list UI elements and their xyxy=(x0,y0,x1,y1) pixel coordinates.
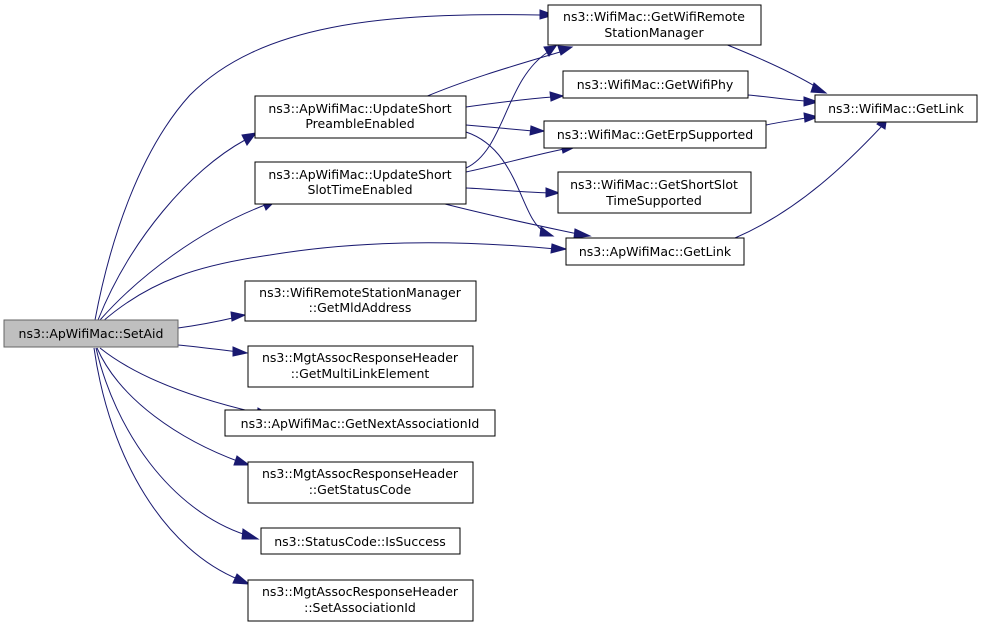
node-setassoc[interactable]: ns3::MgtAssocResponseHeader ::SetAssocia… xyxy=(247,579,474,622)
node-maclink-label: ns3::WifiMac::GetLink xyxy=(828,101,965,116)
edge-updshortslot-getrsm xyxy=(465,51,549,169)
edge-setaid-statuscode xyxy=(96,347,241,463)
node-getwifiphy[interactable]: ns3::WifiMac::GetWifiPhy xyxy=(562,70,749,99)
node-updshortpre-line2: PreambleEnabled xyxy=(305,116,414,131)
node-multilink-line1: ns3::MgtAssocResponseHeader xyxy=(262,350,459,365)
edge-getwifiphy-maclink xyxy=(747,94,807,102)
edge-setaid-nextassoc xyxy=(99,347,263,415)
arrow-setaid-setassoc xyxy=(232,573,251,585)
edge-setaid-updshortpre xyxy=(97,139,246,321)
arrow-setaid-mldaddr xyxy=(230,311,247,322)
node-getshortslot-line1: ns3::WifiMac::GetShortSlot xyxy=(570,177,738,192)
node-updshortpre-line1: ns3::ApWifiMac::UpdateShort xyxy=(268,101,451,116)
arrow-getwifiphy-maclink xyxy=(803,96,820,107)
node-statuscode-line1: ns3::MgtAssocResponseHeader xyxy=(262,466,459,481)
node-getwifiphy-label: ns3::WifiMac::GetWifiPhy xyxy=(577,77,734,92)
node-mldaddr[interactable]: ns3::WifiRemoteStationManager ::GetMldAd… xyxy=(244,280,477,322)
edge-geterp-maclink xyxy=(765,117,807,126)
edge-setaid-aplink xyxy=(101,242,557,323)
edges-layer xyxy=(93,14,883,581)
arrow-updshortpre-aplink xyxy=(539,226,555,237)
node-nextassoc-label: ns3::ApWifiMac::GetNextAssociationId xyxy=(241,416,480,431)
edge-setaid-updshortslot xyxy=(99,204,266,321)
edge-aplink-maclink xyxy=(734,125,883,239)
arrow-setaid-multilink xyxy=(232,346,249,357)
edge-updshortpre-getwifiphy xyxy=(465,96,553,108)
node-issuccess-label: ns3::StatusCode::IsSuccess xyxy=(274,534,446,549)
arrow-updshortpre-getrsm xyxy=(557,45,574,56)
arrow-updshortpre-getwifiphy xyxy=(549,91,565,102)
node-mldaddr-line2: ::GetMldAddress xyxy=(309,300,412,315)
edge-updshortpre-geterp xyxy=(465,124,534,132)
node-statuscode[interactable]: ns3::MgtAssocResponseHeader ::GetStatusC… xyxy=(247,461,474,504)
edge-setaid-setassoc xyxy=(93,347,241,581)
node-issuccess[interactable]: ns3::StatusCode::IsSuccess xyxy=(260,527,461,555)
node-getshortslot[interactable]: ns3::WifiMac::GetShortSlot TimeSupported xyxy=(557,171,752,214)
node-updshortpre[interactable]: ns3::ApWifiMac::UpdateShort PreambleEnab… xyxy=(254,95,467,139)
edge-setaid-getrsm xyxy=(94,14,541,321)
node-mldaddr-line1: ns3::WifiRemoteStationManager xyxy=(259,285,462,300)
edge-updshortslot-getshortslot xyxy=(465,187,549,194)
edge-updshortpre-getrsm xyxy=(424,51,561,98)
node-getrsm-line2: StationManager xyxy=(604,25,704,40)
node-maclink[interactable]: ns3::WifiMac::GetLink xyxy=(814,94,978,123)
node-setassoc-line1: ns3::MgtAssocResponseHeader xyxy=(262,584,459,599)
nodes-layer: ns3::ApWifiMac::SetAid ns3::ApWifiMac::U… xyxy=(3,4,978,622)
node-statuscode-line2: ::GetStatusCode xyxy=(309,482,412,497)
node-geterp-label: ns3::WifiMac::GetErpSupported xyxy=(557,127,753,142)
node-setassoc-line2: ::SetAssociationId xyxy=(304,600,416,615)
node-getshortslot-line2: TimeSupported xyxy=(605,193,702,208)
edge-updshortslot-geterp xyxy=(465,148,565,173)
arrow-setaid-aplink xyxy=(550,243,568,254)
node-getrsm[interactable]: ns3::WifiMac::GetWifiRemote StationManag… xyxy=(547,4,762,46)
edge-getrsm-maclink xyxy=(724,43,819,89)
edge-setaid-issuccess xyxy=(95,347,247,536)
node-aplink-label: ns3::ApWifiMac::GetLink xyxy=(579,244,732,259)
node-geterp[interactable]: ns3::WifiMac::GetErpSupported xyxy=(543,120,767,149)
node-nextassoc[interactable]: ns3::ApWifiMac::GetNextAssociationId xyxy=(224,409,496,437)
node-getrsm-line1: ns3::WifiMac::GetWifiRemote xyxy=(563,9,745,24)
edge-updshortpre-aplink xyxy=(465,131,546,233)
arrow-updshortslot-getrsm xyxy=(543,45,558,57)
arrow-updshortslot-aplink xyxy=(573,228,592,239)
node-updshortslot-line1: ns3::ApWifiMac::UpdateShort xyxy=(268,167,451,182)
arrow-setaid-statuscode xyxy=(233,455,251,466)
node-aplink[interactable]: ns3::ApWifiMac::GetLink xyxy=(565,237,745,266)
edge-updshortslot-aplink xyxy=(444,203,579,235)
node-updshortslot-line2: SlotTimeEnabled xyxy=(307,182,412,197)
node-setaid[interactable]: ns3::ApWifiMac::SetAid xyxy=(3,319,179,348)
node-updshortslot[interactable]: ns3::ApWifiMac::UpdateShort SlotTimeEnab… xyxy=(254,161,467,205)
edge-setaid-multilink xyxy=(177,344,240,353)
arrow-setaid-issuccess xyxy=(241,528,260,540)
node-multilink[interactable]: ns3::MgtAssocResponseHeader ::GetMultiLi… xyxy=(247,345,474,388)
arrow-geterp-maclink xyxy=(803,112,820,123)
arrow-setaid-updshortpre xyxy=(241,132,258,146)
node-multilink-line2: ::GetMultiLinkElement xyxy=(291,366,430,381)
edge-setaid-mldaddr xyxy=(177,316,238,329)
arrow-updshortslot-getshortslot xyxy=(545,187,561,198)
node-setaid-label: ns3::ApWifiMac::SetAid xyxy=(19,326,164,341)
arrow-setaid-getrsm xyxy=(539,9,556,20)
arrow-updshortpre-geterp xyxy=(529,125,546,136)
arrow-getrsm-maclink xyxy=(810,82,828,94)
